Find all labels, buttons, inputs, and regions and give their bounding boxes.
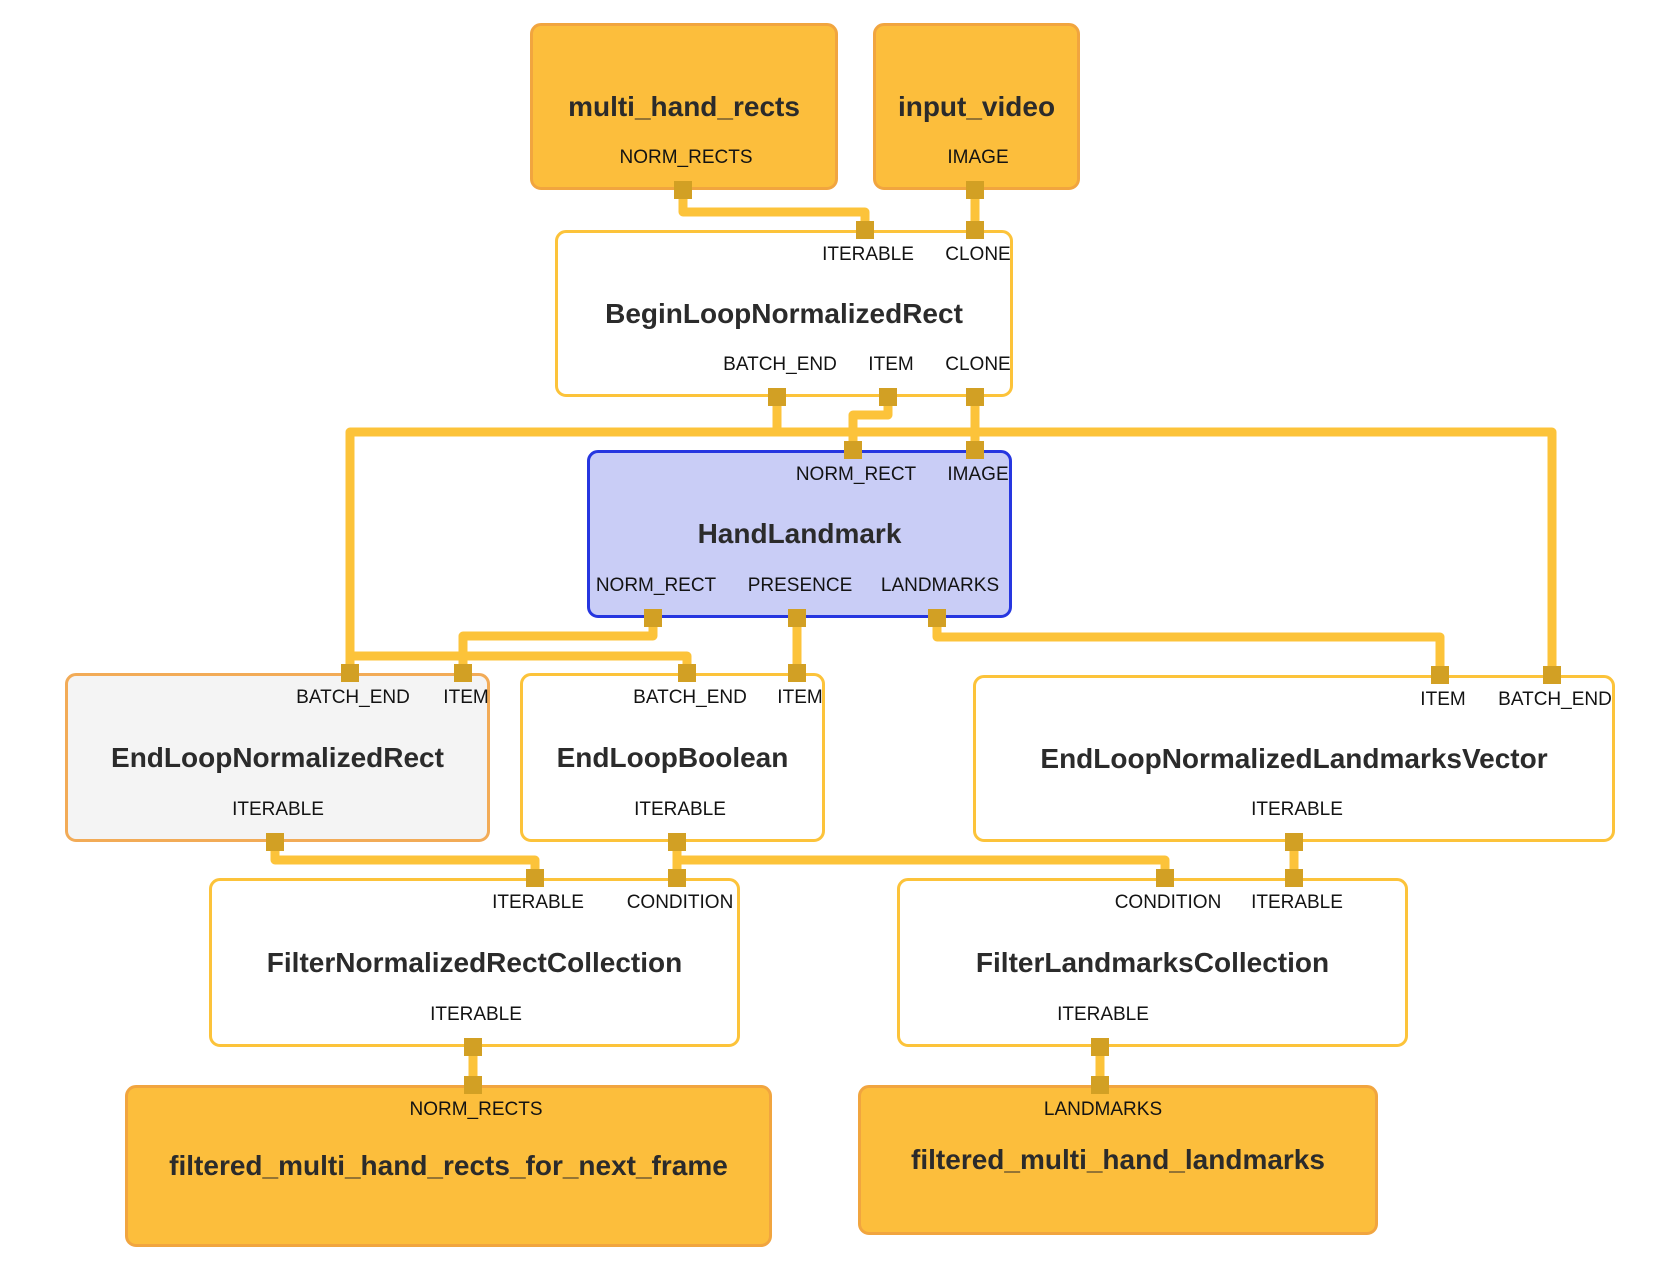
- output-port-label: LANDMARKS: [880, 575, 1000, 596]
- output-port-label: ITERABLE: [430, 1004, 522, 1025]
- edge-condition-branch-to-filterlandmarks: [677, 855, 1170, 878]
- output-port-label: IMAGE: [947, 147, 1009, 168]
- node-end-loop-normalized-landmarks-vector[interactable]: EndLoopNormalizedLandmarksVector ITEM BATC…: [973, 675, 1615, 842]
- node-filter-landmarks-collection[interactable]: FilterLandmarksCollection CONDITION ITERAB…: [897, 878, 1408, 1047]
- input-port-label: ITEM: [1420, 689, 1466, 710]
- output-port-label: ITERABLE: [232, 799, 324, 820]
- node-title: HandLandmark: [697, 518, 902, 549]
- input-port-label: CLONE: [945, 244, 1011, 265]
- input-port-label: CONDITION: [1114, 892, 1222, 913]
- node-filtered-multi-hand-rects-for-next-frame[interactable]: filtered_multi_hand_rects_for_next_frame…: [125, 1085, 772, 1247]
- output-port-label: ITEM: [868, 354, 914, 375]
- input-port-label: BATCH_END: [1498, 689, 1612, 710]
- input-port-label: BATCH_END: [633, 687, 747, 708]
- input-port-label: ITERABLE: [822, 244, 914, 265]
- node-title: filtered_multi_hand_landmarks: [911, 1144, 1325, 1175]
- input-port-label: ITEM: [777, 687, 823, 708]
- input-port-label: NORM_RECT: [795, 464, 917, 485]
- input-port-label: IMAGE: [947, 464, 1009, 485]
- output-port-label: ITERABLE: [1251, 799, 1343, 820]
- output-port-label: CLONE: [945, 354, 1011, 375]
- input-port-label: ITEM: [443, 687, 489, 708]
- input-port-label: ITERABLE: [492, 892, 584, 913]
- node-title: EndLoopBoolean: [556, 741, 789, 773]
- node-filtered-multi-hand-landmarks[interactable]: filtered_multi_hand_landmarks LANDMARKS: [858, 1085, 1378, 1235]
- node-title: multi_hand_rects: [568, 90, 800, 122]
- node-begin-loop-normalized-rect[interactable]: BeginLoopNormalizedRect ITERABLE CLONE BATC…: [555, 230, 1013, 397]
- input-port-label: LANDMARKS: [1043, 1099, 1163, 1120]
- node-title: EndLoopNormalizedRect: [111, 741, 444, 773]
- edge-endlooprect-iterable-to-filterrect-iterable: [270, 842, 540, 878]
- node-title: EndLoopNormalizedLandmarksVector: [1040, 742, 1548, 774]
- input-port-label: CONDITION: [626, 892, 734, 913]
- edge-batchend-branch-to-endloopboolean: [350, 651, 692, 673]
- edge-multi-hand-rects-to-begin-iterable: [678, 190, 870, 230]
- input-port-label: BATCH_END: [296, 687, 410, 708]
- node-title: input_video: [897, 90, 1056, 122]
- edge-handlandmark-landmarks-to-endlooplandmarks-item: [932, 618, 1445, 675]
- node-title: FilterLandmarksCollection: [975, 946, 1330, 978]
- input-port-label: ITERABLE: [1251, 892, 1343, 913]
- output-port-label: NORM_RECT: [595, 575, 717, 596]
- output-port-label: NORM_RECTS: [619, 147, 753, 168]
- input-port-label: NORM_RECTS: [409, 1099, 543, 1120]
- node-end-loop-boolean[interactable]: EndLoopBoolean BATCH_END ITEM ITERABLE: [520, 673, 825, 842]
- node-title: BeginLoopNormalizedRect: [605, 297, 963, 329]
- edge-handlandmark-normrect-to-endlooprect-item: [458, 618, 658, 673]
- output-port-label: BATCH_END: [723, 354, 837, 375]
- output-port-label: PRESENCE: [747, 575, 853, 596]
- node-title: filtered_multi_hand_rects_for_next_frame: [169, 1150, 728, 1181]
- edge-begin-item-to-handlandmark-normrect: [848, 397, 893, 450]
- output-port-label: ITERABLE: [634, 799, 726, 820]
- node-title: FilterNormalizedRectCollection: [266, 946, 683, 978]
- node-end-loop-normalized-rect[interactable]: EndLoopNormalizedRect BATCH_END ITEM ITERAB…: [65, 673, 490, 842]
- output-port-label: ITERABLE: [1057, 1004, 1149, 1025]
